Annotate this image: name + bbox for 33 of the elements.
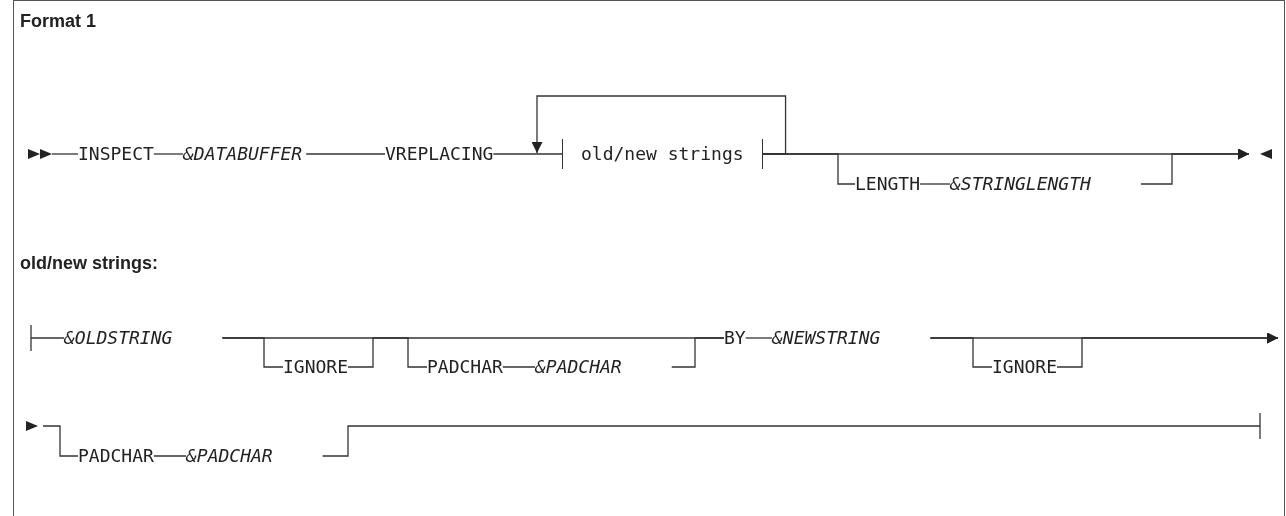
syntax-keyword: LENGTH [855, 173, 921, 195]
syntax-keyword: IGNORE [992, 356, 1058, 378]
syntax-keyword: VREPLACING [385, 143, 494, 165]
syntax-line [42, 425, 79, 457]
syntax-arrow [531, 95, 787, 155]
syntax-keyword: PADCHAR [427, 356, 503, 378]
syntax-line [745, 337, 773, 339]
syntax-line [305, 153, 386, 155]
diagram-title: Format 1 [20, 11, 97, 32]
syntax-fragment-box: old/new strings [562, 139, 763, 169]
syntax-keyword: IGNORE [283, 356, 349, 378]
syntax-keyword: PADCHAR [78, 445, 154, 467]
syntax-line [919, 183, 951, 185]
syntax-arrow [1056, 332, 1279, 368]
syntax-arrow [1140, 148, 1250, 185]
syntax-variable: &PADCHAR [535, 356, 672, 378]
syntax-line [322, 425, 1261, 457]
syntax-variable: &OLDSTRING [64, 327, 223, 349]
syntax-line [492, 153, 563, 155]
syntax-line [153, 455, 187, 457]
section-heading: old/new strings: [20, 253, 158, 274]
syntax-keyword: INSPECT [78, 143, 154, 165]
syntax-variable: &STRINGLENGTH [950, 173, 1141, 195]
syntax-keyword: BY [724, 327, 746, 349]
syntax-line [221, 337, 284, 368]
syntax-line [929, 337, 993, 368]
syntax-variable: &DATABUFFER [183, 143, 307, 165]
syntax-variable: &NEWSTRING [772, 327, 931, 349]
syntax-line [153, 153, 184, 155]
syntax-variable: &PADCHAR [186, 445, 323, 467]
syntax-line [671, 337, 725, 368]
syntax-line [502, 366, 536, 368]
syntax-line [347, 337, 428, 368]
